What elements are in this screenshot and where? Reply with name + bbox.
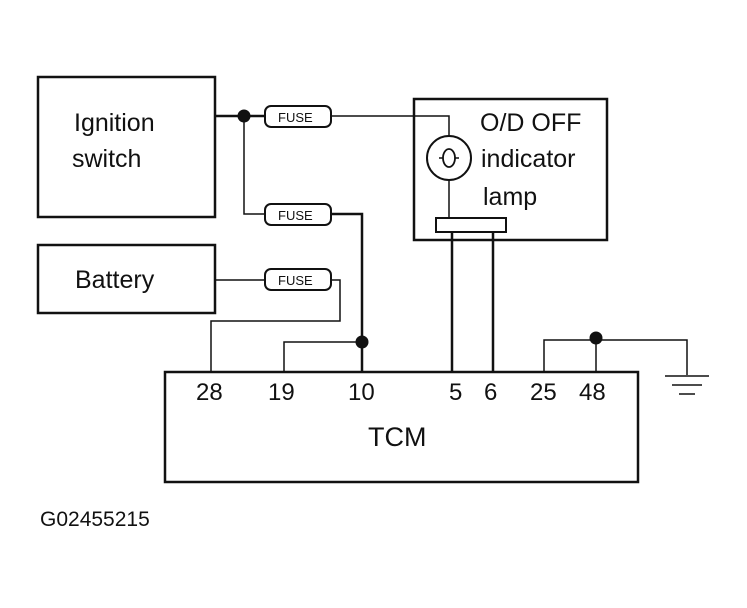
ground-icon xyxy=(665,375,709,395)
ignition-switch: Ignition switch xyxy=(36,75,217,219)
ignition-switch-label-line2: switch xyxy=(72,145,141,173)
lamp-label-line3: lamp xyxy=(483,183,537,211)
lamp-connector xyxy=(435,217,507,233)
junction-dot-pin10 xyxy=(355,335,369,349)
tcm-pin-25: 25 xyxy=(530,379,557,406)
fuse-battery: FUSE xyxy=(264,268,332,291)
ignition-switch-label-line1: Ignition xyxy=(74,109,155,137)
tcm-label: TCM xyxy=(368,422,426,452)
battery: Battery xyxy=(36,243,217,315)
junction-dot-ground xyxy=(589,331,603,345)
tcm-pin-19: 19 xyxy=(268,379,295,406)
junction-dot-ignition xyxy=(237,109,251,123)
fuse-ignition-tcm: FUSE xyxy=(264,203,332,226)
figure-code: G02455215 xyxy=(40,508,150,531)
tcm-pin-6: 6 xyxy=(484,379,497,406)
wires xyxy=(210,114,688,375)
tcm-pin-28: 28 xyxy=(196,379,223,406)
tcm-pin-10: 10 xyxy=(348,379,375,406)
od-off-indicator-lamp: O/D OFF indicator lamp xyxy=(412,97,609,242)
fuse-label-2: FUSE xyxy=(278,208,313,223)
tcm: TCM 28 19 10 5 6 25 48 xyxy=(163,370,640,484)
fuse-label-1: FUSE xyxy=(278,110,313,125)
lamp-label-line1: O/D OFF xyxy=(480,109,581,137)
battery-label: Battery xyxy=(75,266,155,294)
fuse-label-3: FUSE xyxy=(278,273,313,288)
tcm-pin-5: 5 xyxy=(449,379,462,406)
lamp-label-line2: indicator xyxy=(481,145,576,173)
fuse-ignition-lamp: FUSE xyxy=(264,105,332,128)
tcm-pin-48: 48 xyxy=(579,379,606,406)
